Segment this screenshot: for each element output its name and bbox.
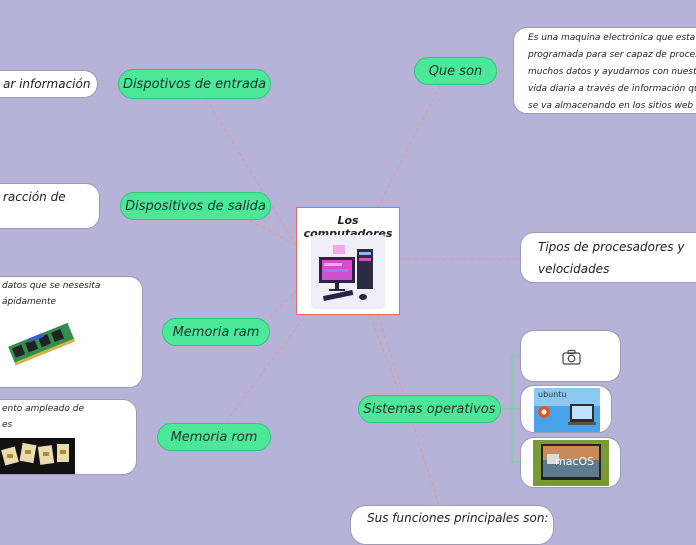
que-son-label: Que son (428, 63, 483, 79)
funciones-label: Sus funciones principales son: (367, 511, 549, 525)
computer-setup-illustration-icon (311, 235, 385, 309)
ubuntu-text: ubuntu (538, 390, 567, 399)
central-topic[interactable]: Los computadores (296, 207, 400, 315)
ubuntu-card[interactable]: ubuntu (520, 385, 612, 433)
que-son-note-line4: vida diaria a través de información que (528, 84, 696, 94)
memoria-rom-label: Memoria rom (170, 429, 258, 445)
rom-chips-icon (0, 438, 75, 474)
rom-note-card[interactable]: ento ampleado de es (0, 399, 137, 475)
memoria-ram-node[interactable]: Memoria ram (162, 318, 270, 346)
que-son-note-line5: se va almacenando en los sitios web (528, 101, 694, 111)
que-son-note-line3: muchos datos y ayudarnos con nuestra (528, 67, 696, 77)
ram-note-line2: ápidamente (2, 297, 57, 307)
macos-text: macOS (555, 455, 595, 468)
macos-image (533, 440, 609, 486)
salida-note-card[interactable]: racción de (0, 183, 100, 229)
que-son-note-line2: programada para ser capaz de procesar (528, 50, 696, 60)
macos-card[interactable]: macOS (520, 437, 621, 488)
ubuntu-image (534, 388, 600, 432)
sistemas-operativos-label: Sistemas operativos (363, 401, 496, 417)
entrada-note-text: ar información (3, 77, 91, 91)
dispositivos-entrada-label: Dispotivos de entrada (122, 76, 267, 92)
que-son-node[interactable]: Que son (414, 57, 497, 85)
dispositivos-salida-label: Dispositivos de salida (125, 198, 266, 214)
rom-note-line2: es (2, 420, 13, 430)
memoria-ram-label: Memoria ram (172, 324, 260, 340)
camera-card[interactable] (520, 330, 621, 382)
salida-note-text: racción de (3, 190, 66, 204)
procesadores-card[interactable]: Tipos de procesadores y velocidades (520, 232, 696, 283)
dispositivos-entrada-node[interactable]: Dispotivos de entrada (118, 69, 271, 99)
procesadores-line1: Tipos de procesadores y (538, 240, 685, 254)
ram-note-card[interactable]: datos que se nesesita ápidamente (0, 276, 143, 388)
entrada-note-card[interactable]: ar información (0, 70, 98, 98)
funciones-card[interactable]: Sus funciones principales son: (350, 505, 554, 545)
rom-note-line1: ento ampleado de (2, 404, 85, 414)
ram-note-line1: datos que se nesesita (2, 281, 101, 291)
dispositivos-salida-node[interactable]: Dispositivos de salida (120, 192, 271, 220)
camera-icon (562, 349, 581, 365)
procesadores-line2: velocidades (538, 262, 610, 276)
sistemas-operativos-node[interactable]: Sistemas operativos (358, 395, 501, 423)
ram-module-icon (8, 322, 76, 366)
que-son-note-card[interactable]: Es una maquina electrónica que esta prog… (513, 27, 696, 114)
que-son-note-line1: Es una maquina electrónica que esta (528, 33, 696, 43)
memoria-rom-node[interactable]: Memoria rom (157, 423, 271, 451)
